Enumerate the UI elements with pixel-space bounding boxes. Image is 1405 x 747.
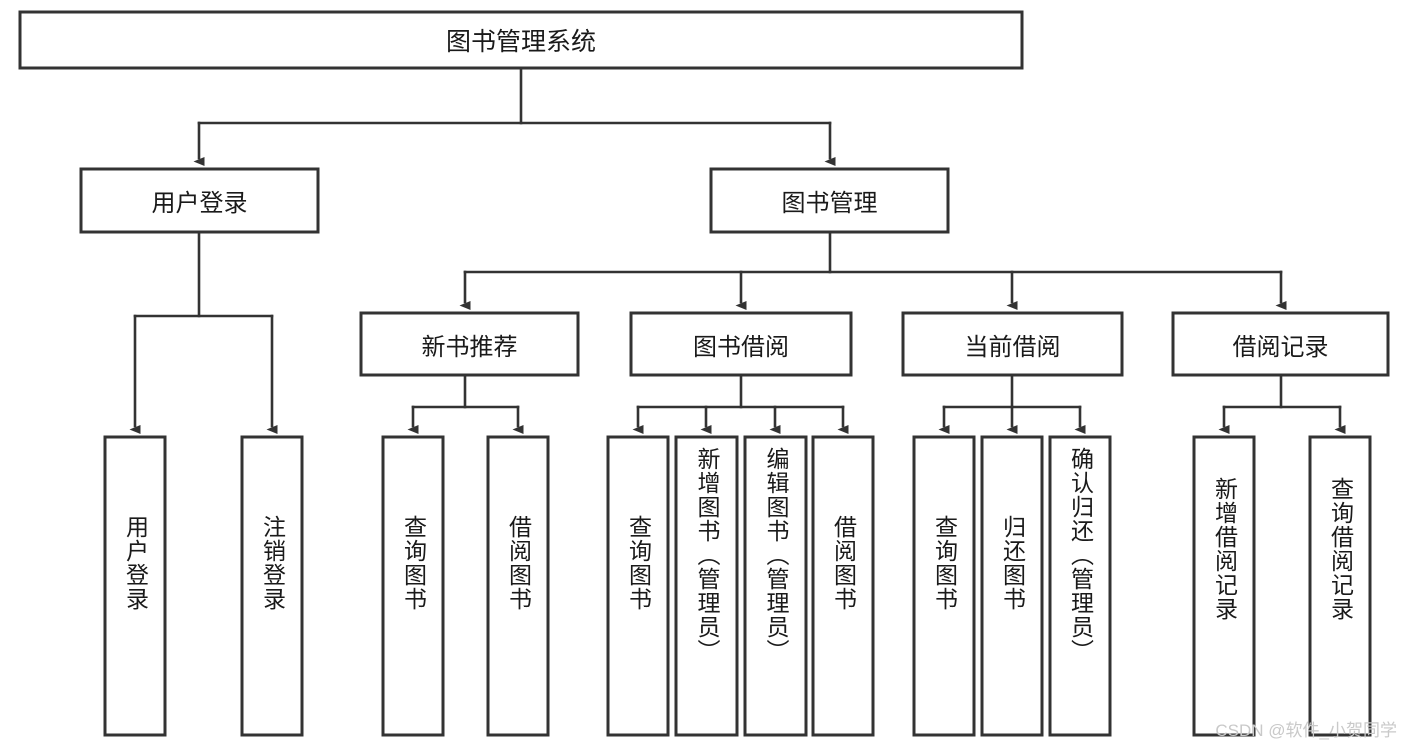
node-leaf-borrow-book-2[interactable] xyxy=(811,435,875,737)
node-leaf-edit-book[interactable] xyxy=(743,435,808,737)
node-user-login[interactable] xyxy=(79,167,320,234)
connector-root-to-level2 xyxy=(193,66,836,166)
node-leaf-return-book[interactable] xyxy=(980,435,1044,737)
node-root[interactable] xyxy=(18,10,1024,70)
node-borrow-record[interactable] xyxy=(1171,311,1390,377)
node-leaf-borrow-book-1[interactable] xyxy=(486,435,550,737)
node-leaf-query-book-2[interactable] xyxy=(606,435,670,737)
node-new-book-rec[interactable] xyxy=(359,311,580,377)
node-book-borrow[interactable] xyxy=(629,311,853,377)
connector-borrowrecord-to-leaves xyxy=(1218,373,1346,434)
node-leaf-user-logout[interactable] xyxy=(240,435,304,737)
node-leaf-add-record[interactable] xyxy=(1192,435,1256,737)
node-current-borrow[interactable] xyxy=(901,311,1124,377)
watermark: CSDN @软件_小贺同学 xyxy=(1215,721,1397,740)
node-leaf-query-record[interactable] xyxy=(1308,435,1372,737)
connector-bookborrow-to-leaves xyxy=(632,373,849,434)
connector-userlogin-to-leaves xyxy=(129,230,278,434)
node-leaf-user-login[interactable] xyxy=(103,435,167,737)
node-leaf-confirm-return[interactable] xyxy=(1048,435,1112,737)
node-book-manage[interactable] xyxy=(709,167,950,234)
node-leaf-query-book-1[interactable] xyxy=(381,435,445,737)
connector-currentborrow-to-leaves xyxy=(938,373,1086,434)
node-leaf-query-book-3[interactable] xyxy=(912,435,976,737)
node-leaf-add-book[interactable] xyxy=(674,435,739,737)
connector-newbookrec-to-leaves xyxy=(407,373,524,434)
connector-bookmanage-to-level3 xyxy=(459,230,1287,310)
